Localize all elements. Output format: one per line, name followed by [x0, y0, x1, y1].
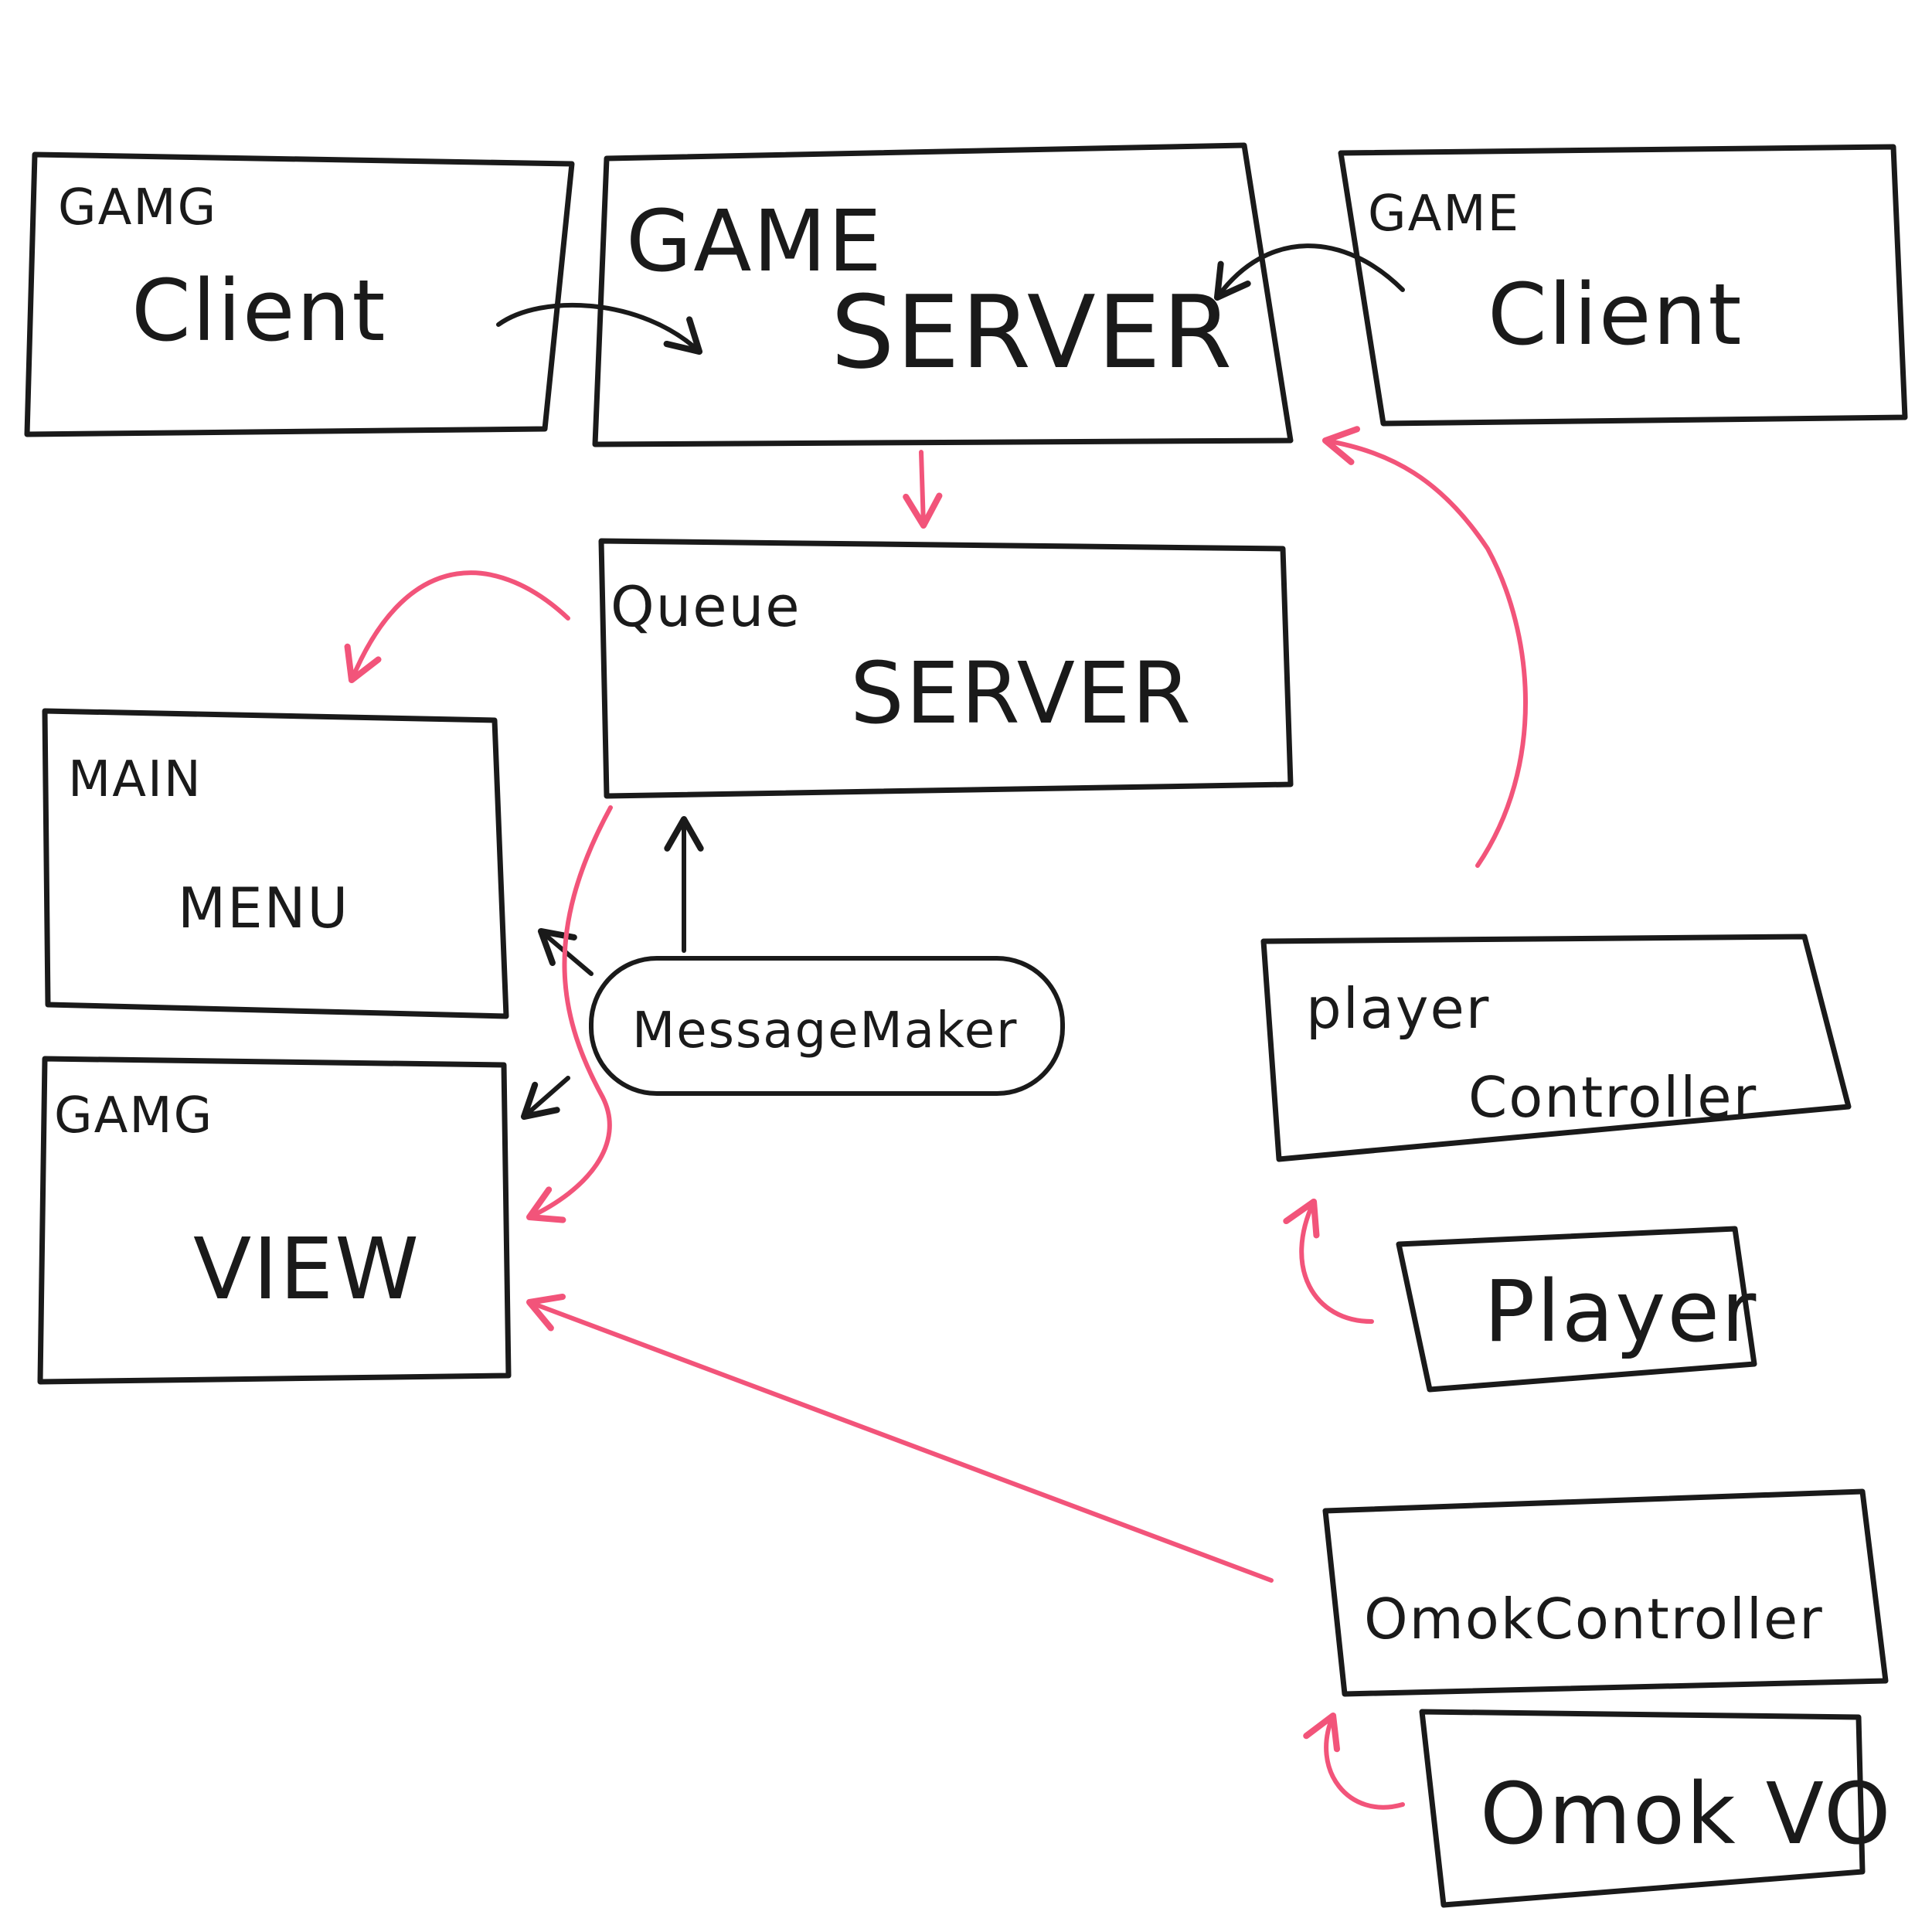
arrow-client-right-to-server [1213, 243, 1405, 301]
message-maker-border [589, 956, 1065, 1096]
queue-server-box: Queue SERVER [598, 538, 1294, 799]
omok-vo-border [1419, 1709, 1866, 1908]
game-client-right-title: GAME [1368, 185, 1520, 243]
ink-arrows [496, 243, 1405, 1121]
arrow-omok-controller-to-game-view [526, 1293, 1274, 1583]
arrow-server-to-queue [903, 450, 943, 529]
player-controller-box: player Controller [1260, 934, 1852, 1162]
arrow-queue-to-game-view [526, 805, 613, 1223]
game-client-left-title: GAMG [58, 179, 217, 236]
arrow-omok-vo-to-controller [1303, 1712, 1405, 1810]
queue-server-name: SERVER [850, 644, 1192, 743]
arrow-messagemaker-to-game-view [520, 1076, 570, 1121]
game-server-box: GAME SERVER [592, 142, 1294, 447]
game-view-title: GAMG [54, 1087, 213, 1145]
omok-controller-border [1322, 1488, 1889, 1697]
game-server-title: GAME [626, 192, 883, 291]
main-menu-name: MENU [178, 876, 349, 940]
omok-controller-name: OmokController [1364, 1587, 1824, 1651]
main-menu-box: MAIN MENU [42, 708, 509, 1019]
omok-vo-box: Omok VO [1419, 1709, 1893, 1908]
main-menu-title: MAIN [68, 751, 202, 808]
game-client-left-name: Client [131, 261, 386, 360]
game-view-name: VIEW [193, 1219, 420, 1318]
queue-server-title: Queue [611, 574, 801, 639]
player-controller-border [1260, 934, 1852, 1162]
game-client-left-border [24, 151, 575, 437]
arrow-player-controller-to-server [1321, 426, 1528, 868]
omok-controller-box: OmokController [1322, 1488, 1889, 1697]
omok-vo-name: Omok VO [1480, 1764, 1893, 1863]
game-client-left-box: GAMG Client [24, 151, 575, 437]
game-view-box: GAMG VIEW [37, 1056, 512, 1385]
arrow-client-left-to-server [496, 302, 703, 355]
game-server-name: SERVER [831, 274, 1233, 391]
queue-server-border [598, 538, 1294, 799]
main-menu-border [42, 708, 509, 1019]
message-maker-name: MessageMaker [632, 1002, 1018, 1060]
message-maker-node: MessageMaker [589, 956, 1065, 1096]
game-view-border [37, 1056, 512, 1385]
game-server-border [592, 142, 1294, 447]
player-border [1396, 1226, 1757, 1393]
game-client-right-border [1338, 144, 1908, 427]
arrow-queue-to-main-menu [344, 570, 570, 684]
player-controller-name: Controller [1468, 1065, 1757, 1130]
arrow-player-to-controller [1283, 1198, 1374, 1324]
game-client-right-box: GAME Client [1338, 144, 1908, 427]
game-client-right-name: Client [1488, 265, 1743, 364]
player-name: Player [1484, 1262, 1757, 1361]
player-controller-title: player [1306, 976, 1490, 1041]
player-box: Player [1396, 1226, 1757, 1393]
accent-arrows [344, 426, 1528, 1810]
